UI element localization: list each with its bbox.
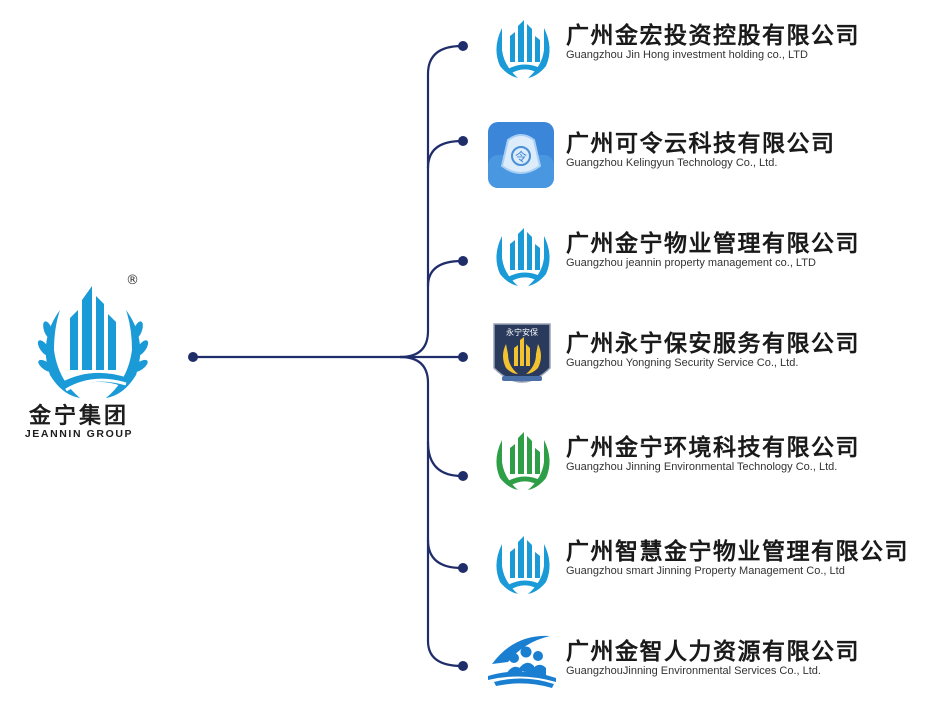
root-node-dot bbox=[188, 352, 198, 362]
company-card-jinhong: 广州金宏投资控股有限公司 Guangzhou Jin Hong investme… bbox=[488, 14, 928, 92]
company-name-cn: 广州可令云科技有限公司 bbox=[566, 131, 836, 157]
branch-node-dot bbox=[458, 41, 468, 51]
company-card-jinning-property: 广州金宁物业管理有限公司 Guangzhou jeannin property … bbox=[488, 222, 928, 300]
branch-node-dot bbox=[458, 352, 468, 362]
company-name-cn: 广州永宁保安服务有限公司 bbox=[566, 331, 860, 357]
kelingyun-app-icon: 令 bbox=[488, 122, 554, 188]
group-name-en: JEANNIN GROUP bbox=[24, 428, 134, 440]
branch-node-dot bbox=[458, 136, 468, 146]
branch-node-dot bbox=[458, 563, 468, 573]
company-name-en: GuangzhouJinning Environmental Services … bbox=[566, 665, 821, 677]
jn-wreath-logo-green-icon bbox=[496, 432, 550, 490]
company-card-jinning-environmental: 广州金宁环境科技有限公司 Guangzhou Jinning Environme… bbox=[488, 426, 928, 504]
group-name-cn: 金宁集团 bbox=[28, 404, 129, 429]
company-name-en: Guangzhou Jin Hong investment holding co… bbox=[566, 49, 808, 61]
jn-mark bbox=[70, 286, 116, 370]
registered-trademark: ® bbox=[126, 273, 139, 288]
company-name-cn: 广州智慧金宁物业管理有限公司 bbox=[566, 539, 909, 565]
jn-wreath-logo-icon bbox=[496, 20, 550, 78]
jn-wreath-logo-icon bbox=[496, 536, 550, 594]
wreath-left bbox=[45, 310, 80, 398]
company-name-en: Guangzhou smart Jinning Property Managem… bbox=[566, 565, 845, 577]
kelingyun-logo-glyph: 令 bbox=[515, 149, 527, 164]
company-card-kelingyun: 令 广州可令云科技有限公司 Guangzhou Kelingyun Techno… bbox=[488, 122, 928, 200]
people-wave-logo-icon bbox=[488, 635, 556, 688]
company-name-cn: 广州金宁环境科技有限公司 bbox=[566, 435, 860, 461]
shield-badge-text: 永宁安保 bbox=[506, 327, 538, 337]
company-name-en: Guangzhou jeannin property management co… bbox=[566, 257, 816, 269]
company-name-en: Guangzhou Kelingyun Technology Co., Ltd. bbox=[566, 157, 778, 169]
jeannin-group-logo bbox=[37, 286, 149, 398]
security-shield-badge-icon: 永宁安保 bbox=[493, 323, 551, 383]
company-card-jinzhi-hr: 广州金智人力资源有限公司 GuangzhouJinning Environmen… bbox=[488, 630, 928, 708]
company-name-cn: 广州金宏投资控股有限公司 bbox=[566, 23, 860, 49]
branch-node-dot bbox=[458, 661, 468, 671]
wreath-right bbox=[106, 310, 141, 398]
company-name-cn: 广州金智人力资源有限公司 bbox=[566, 639, 860, 665]
branch-node-dot bbox=[458, 471, 468, 481]
company-name-en: Guangzhou Yongning Security Service Co.,… bbox=[566, 357, 799, 369]
company-name-cn: 广州金宁物业管理有限公司 bbox=[566, 231, 860, 257]
company-card-smart-jinning: 广州智慧金宁物业管理有限公司 Guangzhou smart Jinning P… bbox=[488, 530, 928, 608]
company-card-yongning-security: 永宁安保 广州永宁保安服务有限公司 Guangzhou Yongning Sec… bbox=[488, 322, 928, 400]
branch-node-dot bbox=[458, 256, 468, 266]
company-name-en: Guangzhou Jinning Environmental Technolo… bbox=[566, 461, 838, 473]
jn-wreath-logo-icon bbox=[496, 228, 550, 286]
